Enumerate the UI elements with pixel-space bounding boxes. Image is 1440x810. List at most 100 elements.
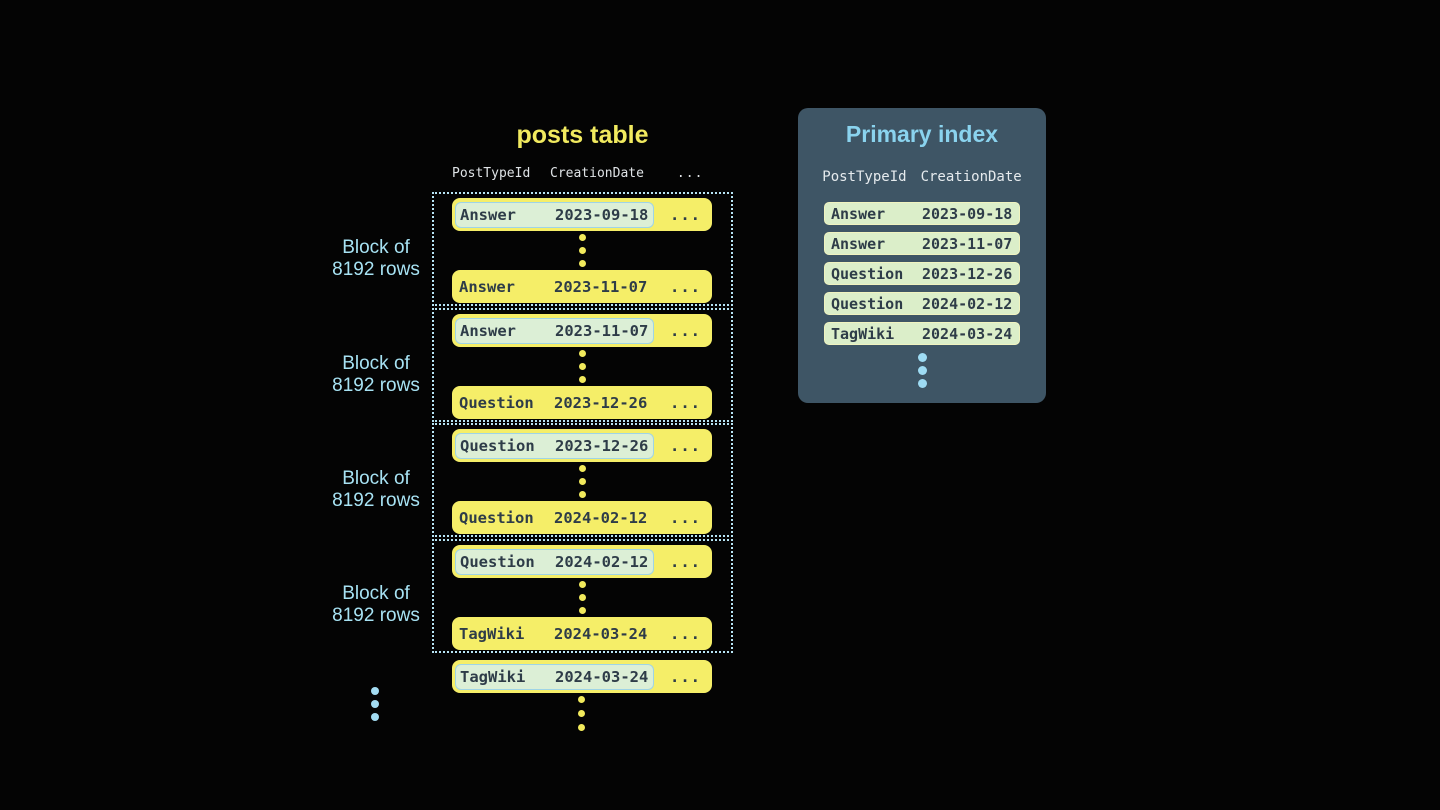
index-row: Question 2024-02-12 xyxy=(824,292,1020,315)
table-row-first: Question 2023-12-26 ... xyxy=(452,429,712,462)
column-header-creationdate: CreationDate xyxy=(550,166,644,181)
dot xyxy=(371,713,379,721)
dot xyxy=(371,700,379,708)
cell-creationdate: 2023-11-07 xyxy=(554,277,648,296)
ellipsis-dots xyxy=(434,350,731,383)
dot xyxy=(577,710,585,717)
cell-creationdate: 2024-03-24 xyxy=(554,624,648,643)
row-highlight: Question 2023-12-26 xyxy=(455,432,655,459)
cell-creationdate: 2023-11-07 xyxy=(555,321,649,340)
dot xyxy=(579,234,586,241)
cell-creationdate: 2024-03-24 xyxy=(555,667,649,686)
block-label-line2: 8192 rows xyxy=(332,259,420,280)
row-ellipsis: ... xyxy=(670,393,701,412)
row-ellipsis: ... xyxy=(670,667,701,686)
dot xyxy=(577,696,585,703)
table-row-overflow: TagWiki 2024-03-24 ... xyxy=(452,660,712,693)
dot xyxy=(579,350,586,357)
cell-creationdate: 2023-09-18 xyxy=(555,205,649,224)
column-header-more: ... xyxy=(676,166,704,181)
dot xyxy=(917,353,927,362)
block-label-line1: Block of xyxy=(342,583,410,604)
ellipsis-dots xyxy=(565,696,597,731)
row-ellipsis: ... xyxy=(670,508,701,527)
cell-creationdate: 2023-12-26 xyxy=(554,393,648,412)
cell-posttypeid: TagWiki xyxy=(459,624,525,643)
table-row-last: Question 2023-12-26 ... xyxy=(452,386,712,419)
cell-posttypeid: Question xyxy=(459,508,534,527)
cell-posttypeid: Answer xyxy=(460,321,516,340)
cell-creationdate: 2023-11-07 xyxy=(922,234,1013,253)
cell-posttypeid: Question xyxy=(459,393,534,412)
posts-table-column-headers: PostTypeId CreationDate... xyxy=(452,166,703,181)
table-row-first: Answer 2023-11-07 ... xyxy=(452,314,712,347)
table-row-last: TagWiki 2024-03-24 ... xyxy=(452,617,712,650)
cell-posttypeid: TagWiki xyxy=(460,667,526,686)
block-label: Block of 8192 rows xyxy=(301,468,451,512)
table-row-last: Answer 2023-11-07 ... xyxy=(452,270,712,303)
cell-posttypeid: Question xyxy=(831,294,904,313)
cell-posttypeid: TagWiki xyxy=(831,324,895,343)
primary-index-column-headers: PostTypeId CreationDate xyxy=(798,169,1046,185)
column-header-creationdate: CreationDate xyxy=(920,169,1022,185)
cell-posttypeid: Question xyxy=(831,264,904,283)
column-header-posttypeid: PostTypeId xyxy=(822,169,907,185)
cell-creationdate: 2023-09-18 xyxy=(922,204,1013,223)
row-ellipsis: ... xyxy=(670,552,701,571)
dot xyxy=(579,594,586,601)
dot xyxy=(579,465,586,472)
primary-index-rows: Answer 2023-09-18 Answer 2023-11-07 Questi… xyxy=(824,202,1020,352)
row-highlight: Question 2024-02-12 xyxy=(455,548,655,575)
dot xyxy=(577,724,585,731)
cell-creationdate: 2023-12-26 xyxy=(555,436,649,455)
block-label: Block of 8192 rows xyxy=(301,237,451,281)
row-highlight: TagWiki 2024-03-24 xyxy=(455,663,655,690)
row-block: Answer 2023-11-07 ... Question 2023-12-26 … xyxy=(432,308,733,422)
block-label-line1: Block of xyxy=(342,468,410,489)
dot xyxy=(579,607,586,614)
block-label-line2: 8192 rows xyxy=(332,375,420,396)
posts-table-title: posts table xyxy=(516,121,649,149)
cell-creationdate: 2024-02-12 xyxy=(555,552,649,571)
block-label-line2: 8192 rows xyxy=(332,605,420,626)
dot xyxy=(579,260,586,267)
row-highlight: Answer 2023-11-07 xyxy=(455,317,655,344)
block-label-line1: Block of xyxy=(342,237,410,258)
index-row: TagWiki 2024-03-24 xyxy=(824,322,1020,345)
ellipsis-dots xyxy=(434,234,731,267)
cell-posttypeid: Question xyxy=(460,436,535,455)
block-label: Block of 8192 rows xyxy=(301,353,451,397)
dot xyxy=(579,478,586,485)
dot xyxy=(579,363,586,370)
cell-posttypeid: Answer xyxy=(459,277,515,296)
row-ellipsis: ... xyxy=(670,205,701,224)
table-row-last: Question 2024-02-12 ... xyxy=(452,501,712,534)
cell-posttypeid: Question xyxy=(460,552,535,571)
row-ellipsis: ... xyxy=(670,624,701,643)
cell-creationdate: 2024-02-12 xyxy=(922,294,1013,313)
column-header-posttypeid: PostTypeId xyxy=(452,166,531,181)
cell-posttypeid: Answer xyxy=(831,204,886,223)
row-ellipsis: ... xyxy=(670,277,701,296)
cell-creationdate: 2023-12-26 xyxy=(922,264,1013,283)
row-ellipsis: ... xyxy=(670,321,701,340)
primary-index-title: Primary index xyxy=(845,121,999,147)
dot xyxy=(917,379,927,388)
ellipsis-dots xyxy=(434,581,731,614)
cell-posttypeid: Answer xyxy=(831,234,886,253)
dot xyxy=(579,247,586,254)
primary-index-panel: Primary index PostTypeId CreationDate An… xyxy=(798,108,1046,403)
row-block: Question 2024-02-12 ... TagWiki 2024-03-24… xyxy=(432,539,733,653)
ellipsis-dots xyxy=(360,687,390,721)
index-row: Question 2023-12-26 xyxy=(824,262,1020,285)
block-label: Block of 8192 rows xyxy=(301,583,451,627)
cell-creationdate: 2024-02-12 xyxy=(554,508,648,527)
cell-creationdate: 2024-03-24 xyxy=(922,324,1013,343)
index-row: Answer 2023-09-18 xyxy=(824,202,1020,225)
row-ellipsis: ... xyxy=(670,436,701,455)
dot xyxy=(579,376,586,383)
